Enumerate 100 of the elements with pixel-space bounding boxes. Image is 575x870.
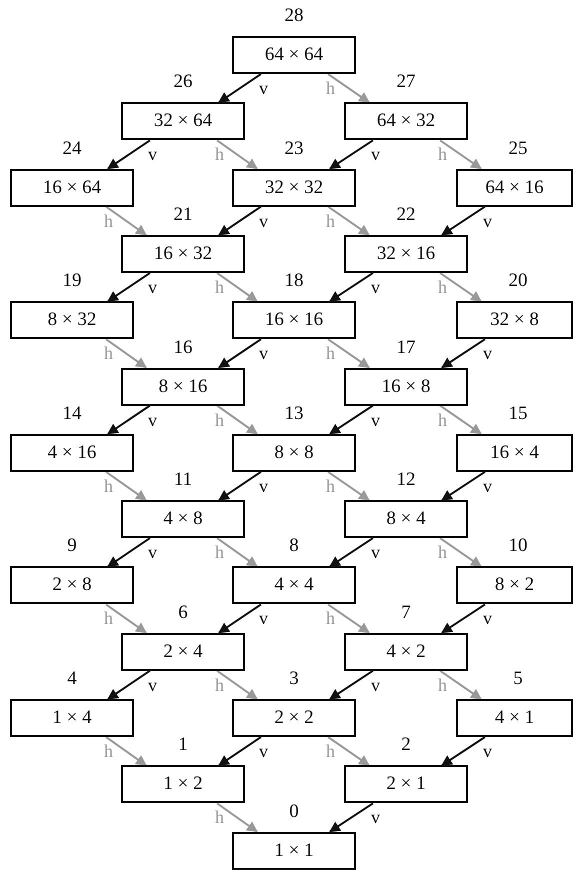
arrow — [218, 604, 262, 634]
node-number: 3 — [289, 668, 299, 690]
edge-label: v — [371, 543, 380, 562]
block-size-box — [121, 765, 245, 804]
arrow — [107, 272, 151, 302]
edge-label: h — [326, 212, 335, 230]
arrow — [107, 404, 151, 435]
block-size-box — [10, 434, 134, 472]
node-number: 11 — [174, 469, 192, 492]
edge-label: h — [215, 278, 224, 296]
arrow — [105, 338, 147, 368]
block-size-text: 8 × 8 — [274, 442, 314, 464]
block-size-box — [121, 500, 245, 538]
arrow — [105, 470, 147, 501]
node-number: 5 — [513, 668, 523, 690]
block-size-box — [456, 566, 573, 604]
edge-label: v — [483, 212, 492, 230]
node-number: 18 — [284, 270, 304, 292]
arrow — [105, 736, 147, 766]
edge-label: v — [148, 410, 157, 428]
edge-label: h — [438, 543, 447, 562]
block-size-box — [456, 168, 573, 207]
arrow — [441, 604, 486, 634]
block-size-box — [121, 102, 245, 140]
block-size-box — [232, 301, 356, 340]
arrow — [441, 470, 486, 501]
edge-label: h — [104, 742, 113, 760]
block-size-text: 2 × 4 — [163, 640, 203, 663]
node-number: 15 — [508, 402, 528, 425]
edge-label: v — [259, 609, 268, 628]
edge-label: h — [438, 676, 447, 694]
edge-label: h — [104, 609, 113, 628]
edge-label: v — [483, 742, 492, 760]
block-size-text: 1 × 4 — [52, 707, 92, 729]
arrow — [439, 670, 482, 700]
edge-label: h — [438, 410, 447, 428]
arrow — [216, 802, 258, 832]
block-size-text: 64 × 16 — [485, 176, 544, 199]
block-size-text: 4 × 4 — [274, 574, 314, 596]
block-size-text: 64 × 32 — [376, 110, 436, 132]
node-number: 12 — [396, 469, 416, 492]
node-number: 25 — [508, 138, 528, 160]
arrow — [329, 670, 374, 700]
edge-label: h — [438, 145, 447, 164]
arrow — [441, 736, 486, 766]
arrow — [329, 537, 374, 568]
arrow — [218, 206, 262, 236]
block-size-text: 2 × 1 — [386, 773, 426, 796]
block-size-text: 8 × 4 — [386, 508, 426, 530]
block-size-box — [344, 632, 468, 671]
arrow — [216, 272, 258, 302]
edge-label: v — [148, 278, 157, 296]
node-number: 8 — [289, 535, 299, 558]
block-size-box — [10, 566, 134, 604]
block-size-box — [232, 566, 356, 604]
block-size-box — [344, 234, 468, 273]
node-number: 23 — [284, 138, 304, 160]
arrow — [327, 604, 370, 634]
node-number: 1 — [178, 734, 188, 756]
block-size-box — [232, 36, 356, 74]
node-number: 28 — [284, 5, 304, 27]
arrow — [327, 736, 370, 766]
node-number: 17 — [396, 336, 416, 358]
arrow — [105, 206, 147, 236]
block-size-box — [456, 434, 573, 472]
block-size-text: 4 × 8 — [163, 508, 203, 530]
node-number: 27 — [396, 71, 416, 94]
edge-label: v — [483, 609, 492, 628]
edge-label: v — [259, 212, 268, 230]
arrow — [439, 404, 482, 435]
block-size-text: 4 × 2 — [386, 640, 426, 663]
block-size-text: 8 × 16 — [158, 376, 208, 398]
arrow — [107, 670, 151, 700]
arrow — [107, 537, 151, 568]
node-number: 9 — [67, 535, 77, 558]
arrow — [216, 537, 258, 568]
arrow — [216, 404, 258, 435]
edge-label: v — [371, 278, 380, 296]
node-number: 22 — [396, 204, 416, 226]
edge-label: h — [215, 145, 224, 164]
node-number: 6 — [178, 602, 188, 624]
block-size-text: 32 × 8 — [490, 309, 539, 332]
arrow — [218, 736, 262, 766]
arrow — [327, 206, 370, 236]
edge-label: h — [326, 79, 335, 97]
arrow — [329, 139, 374, 170]
block-size-text: 4 × 16 — [48, 442, 96, 464]
arrow — [439, 272, 482, 302]
node-number: 21 — [174, 204, 192, 226]
block-size-text: 16 × 64 — [42, 176, 102, 199]
block-size-text: 2 × 8 — [52, 574, 92, 596]
arrow — [439, 139, 482, 170]
edge-label: v — [483, 344, 492, 362]
edge-label: h — [215, 410, 224, 428]
arrow — [327, 73, 370, 104]
block-size-box — [10, 301, 134, 340]
edge-label: v — [148, 543, 157, 562]
node-number: 2 — [401, 734, 411, 756]
block-size-text: 16 × 8 — [382, 376, 430, 398]
arrow — [441, 206, 486, 236]
